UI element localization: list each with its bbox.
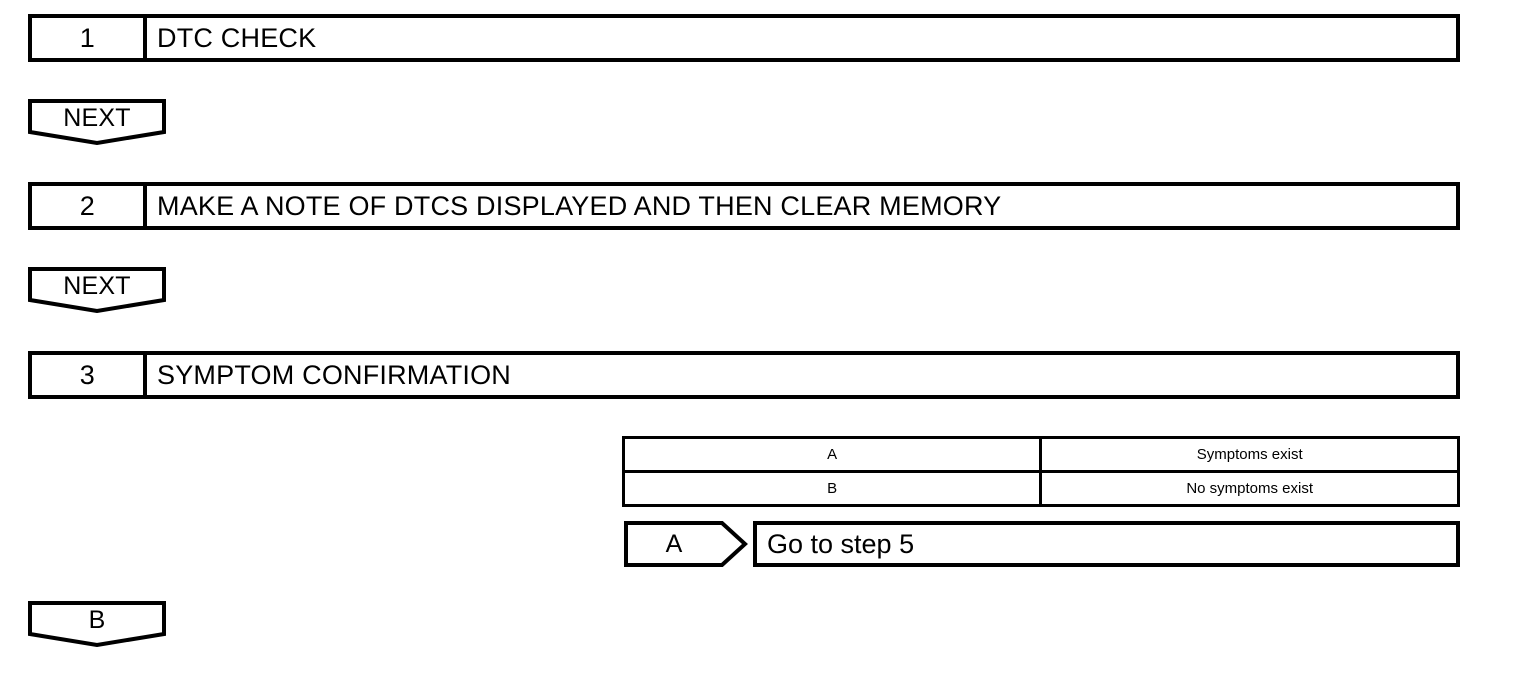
branch-row-a: A Go to step 5 xyxy=(624,521,1460,567)
connector-next-2: NEXT xyxy=(28,267,166,313)
branch-action-a: Go to step 5 xyxy=(753,521,1460,567)
step-number-1: 1 xyxy=(32,18,147,58)
step-title-1: DTC CHECK xyxy=(157,22,317,53)
pentagon-down-icon xyxy=(28,601,166,647)
arrow-right-tag-icon xyxy=(624,521,748,567)
result-value-a: Symptoms exist xyxy=(1039,436,1460,473)
step-number-3: 3 xyxy=(32,355,147,395)
result-value-b: No symptoms exist xyxy=(1039,470,1460,507)
connector-b-label: B xyxy=(88,606,106,634)
connector-b: B xyxy=(28,601,166,647)
step-title-2: MAKE A NOTE OF DTCS DISPLAYED AND THEN C… xyxy=(157,190,1002,221)
step-row-2: 2 MAKE A NOTE OF DTCS DISPLAYED AND THEN… xyxy=(28,182,1460,230)
branch-tag-a-label: A xyxy=(665,529,683,558)
step-row-1: 1 DTC CHECK xyxy=(28,14,1460,62)
step-row-3: 3 SYMPTOM CONFIRMATION xyxy=(28,351,1460,399)
table-row: A Symptoms exist xyxy=(621,436,1460,473)
connector-next-1-label: NEXT xyxy=(63,104,131,132)
result-table: A Symptoms exist B No symptoms exist xyxy=(621,436,1460,507)
branch-tag-a: A xyxy=(624,521,748,567)
connector-next-1: NEXT xyxy=(28,99,166,145)
pentagon-down-icon xyxy=(28,267,166,313)
step-title-3: SYMPTOM CONFIRMATION xyxy=(157,359,511,390)
connector-next-2-label: NEXT xyxy=(63,272,131,300)
result-key-b: B xyxy=(621,470,1043,507)
step-number-2: 2 xyxy=(32,186,147,226)
table-row: B No symptoms exist xyxy=(621,470,1460,507)
pentagon-down-icon xyxy=(28,99,166,145)
result-key-a: A xyxy=(621,436,1043,473)
